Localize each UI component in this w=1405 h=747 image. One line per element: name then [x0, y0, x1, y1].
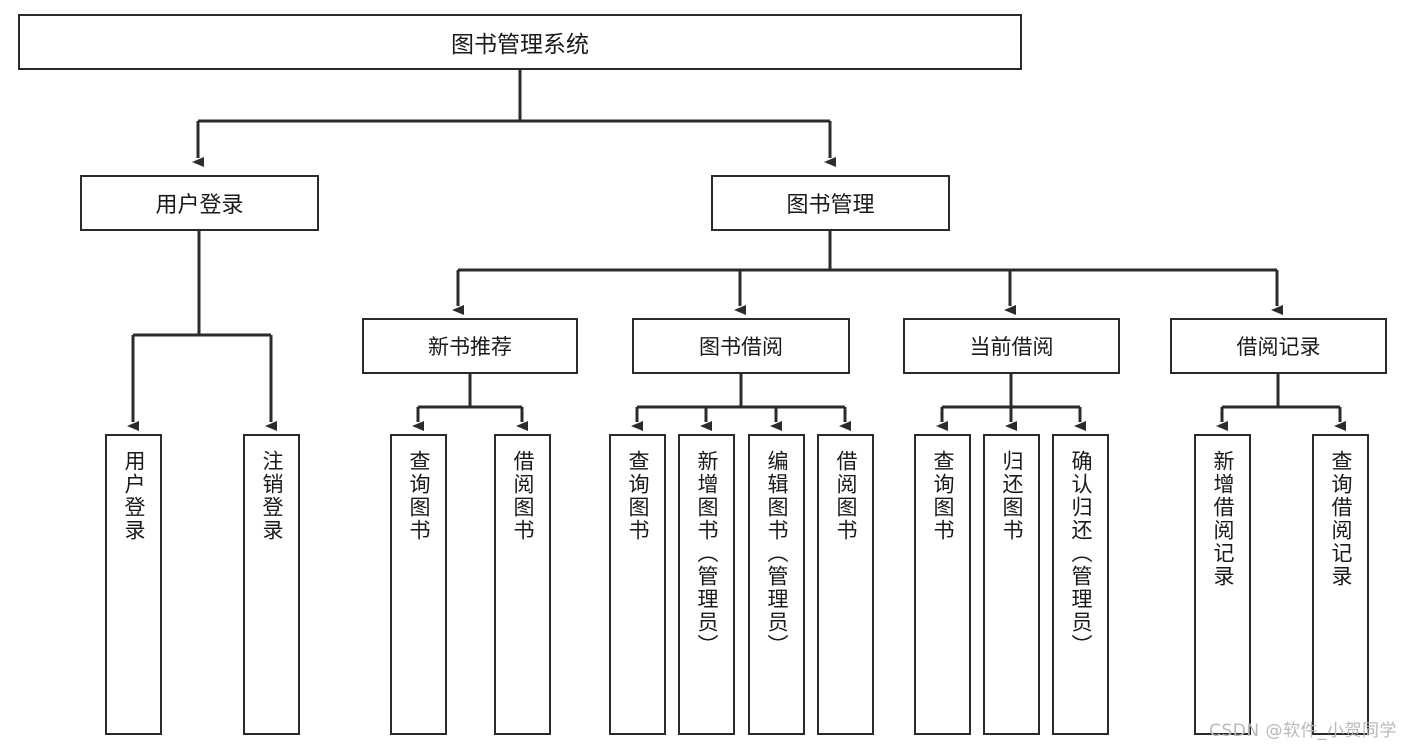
- node-label: 借阅图书: [511, 450, 535, 542]
- node-label: 确认归还（管理员）: [1069, 450, 1093, 657]
- node-label: 查询图书: [931, 450, 955, 542]
- leaf-query-book-current[interactable]: 查询图书: [914, 434, 971, 735]
- leaf-confirm-return-admin[interactable]: 确认归还（管理员）: [1052, 434, 1109, 735]
- leaf-borrow-book-recommend[interactable]: 借阅图书: [494, 434, 551, 735]
- node-root-book-management-system[interactable]: 图书管理系统: [18, 14, 1022, 70]
- node-label: 借阅图书: [834, 450, 858, 542]
- leaf-logout[interactable]: 注销登录: [243, 434, 300, 735]
- node-label: 图书管理系统: [451, 32, 589, 58]
- leaf-query-book-recommend[interactable]: 查询图书: [390, 434, 447, 735]
- node-label: 查询借阅记录: [1329, 450, 1353, 588]
- node-label: 图书管理: [786, 193, 875, 218]
- node-current-borrow[interactable]: 当前借阅: [903, 318, 1120, 374]
- node-label: 新书推荐: [428, 335, 512, 359]
- leaf-query-book-borrow[interactable]: 查询图书: [609, 434, 666, 735]
- leaf-add-borrow-record[interactable]: 新增借阅记录: [1194, 434, 1251, 735]
- node-label: 用户登录: [155, 193, 244, 218]
- node-label: 新增借阅记录: [1211, 450, 1235, 588]
- node-label: 图书借阅: [699, 335, 783, 359]
- node-borrow-record[interactable]: 借阅记录: [1170, 318, 1387, 374]
- node-label: 新增图书（管理员）: [695, 450, 719, 657]
- node-label: 当前借阅: [969, 335, 1054, 359]
- node-label: 编辑图书（管理员）: [765, 450, 789, 657]
- node-new-book-recommend[interactable]: 新书推荐: [362, 318, 578, 374]
- node-user-login[interactable]: 用户登录: [80, 175, 319, 231]
- node-book-borrow[interactable]: 图书借阅: [632, 318, 850, 374]
- leaf-edit-book-admin[interactable]: 编辑图书（管理员）: [748, 434, 805, 735]
- leaf-borrow-book[interactable]: 借阅图书: [817, 434, 874, 735]
- watermark: CSDN @软件_小贺同学: [1209, 721, 1397, 741]
- node-label: 查询图书: [626, 450, 650, 542]
- node-label: 归还图书: [1000, 450, 1024, 542]
- node-label: 借阅记录: [1236, 335, 1321, 359]
- leaf-return-book[interactable]: 归还图书: [983, 434, 1040, 735]
- leaf-query-borrow-record[interactable]: 查询借阅记录: [1312, 434, 1369, 735]
- leaf-user-login[interactable]: 用户登录: [105, 434, 162, 735]
- node-label: 用户登录: [122, 450, 146, 542]
- node-book-management[interactable]: 图书管理: [711, 175, 950, 231]
- node-label: 查询图书: [407, 450, 431, 542]
- leaf-add-book-admin[interactable]: 新增图书（管理员）: [678, 434, 735, 735]
- node-label: 注销登录: [260, 450, 284, 542]
